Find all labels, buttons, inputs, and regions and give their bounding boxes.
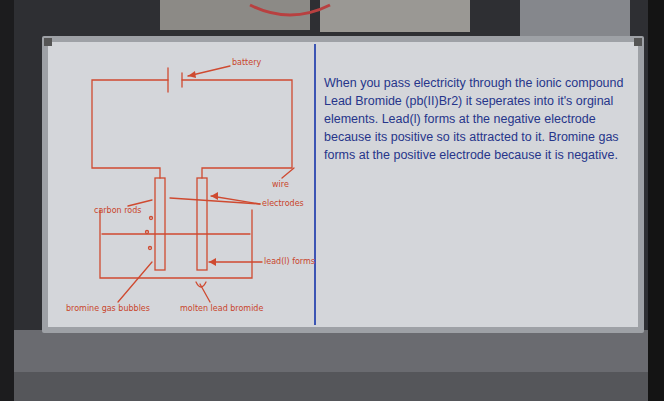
part-label: lead(l) forms [264, 257, 315, 267]
explanation-note: When you pass electricity through the io… [324, 74, 629, 164]
part-label: carbon rods [94, 206, 141, 216]
part-label: wire [272, 180, 289, 190]
part-label: bromine gas bubbles [66, 304, 150, 314]
part-label: electrodes [262, 199, 304, 209]
part-label: molten lead bromide [180, 304, 263, 314]
part-label: battery [232, 58, 261, 68]
